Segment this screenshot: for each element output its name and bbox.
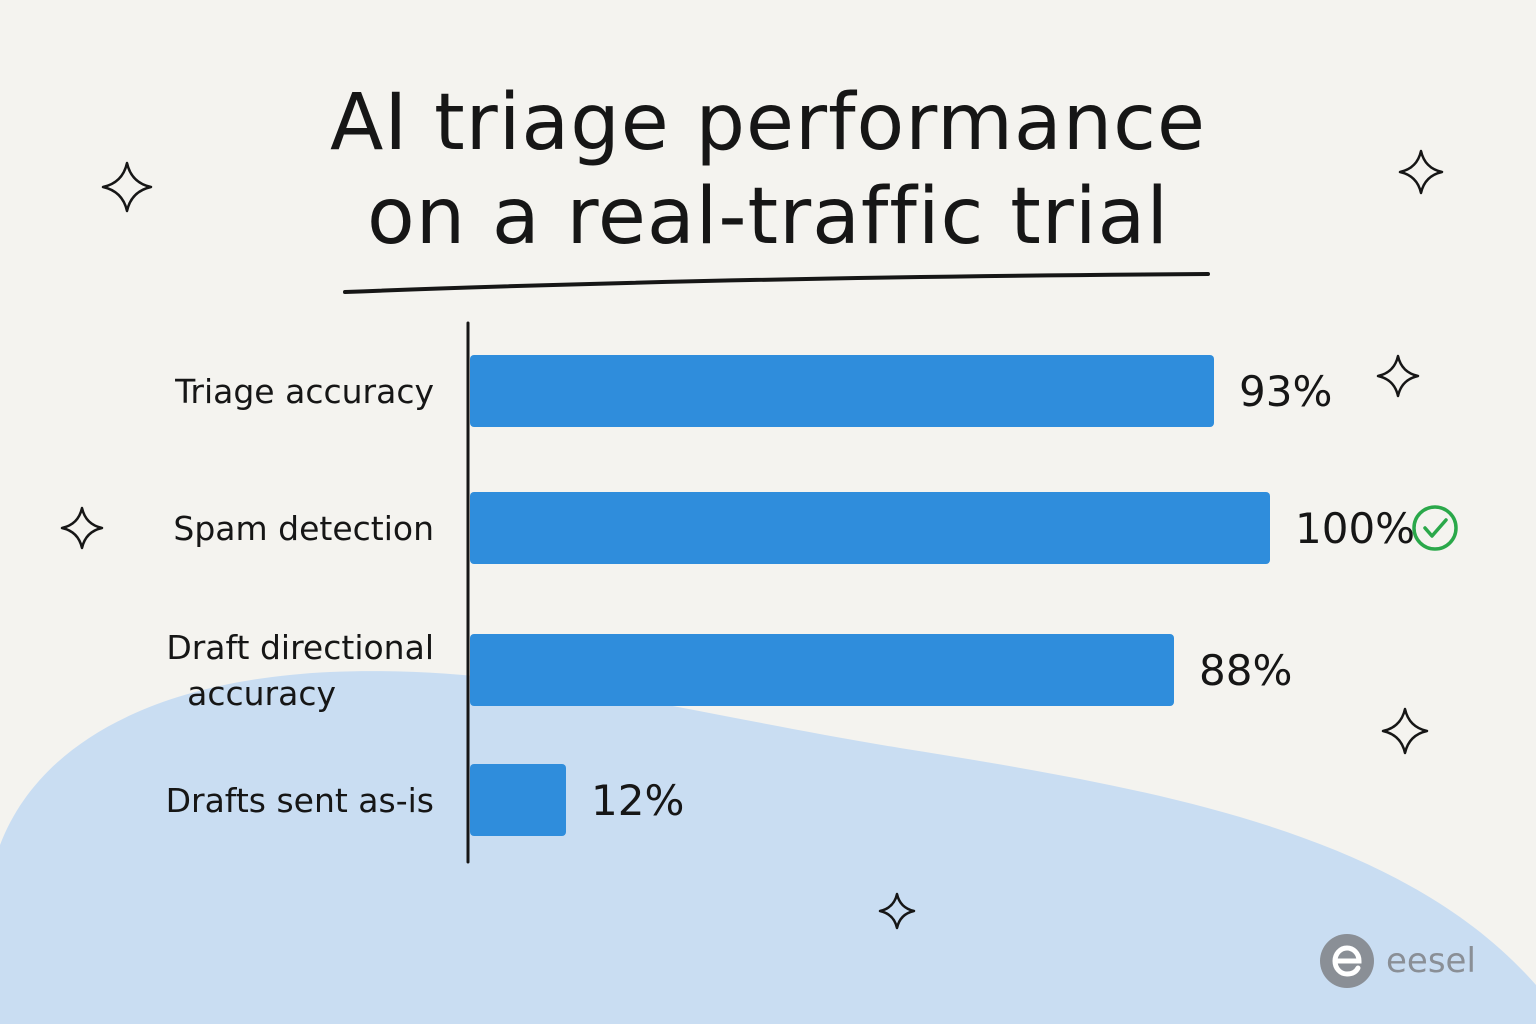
brand-name: eesel: [1386, 941, 1476, 981]
sparkle-icon: [878, 892, 916, 930]
value-label: 12%: [591, 776, 684, 825]
bar: [470, 634, 1174, 706]
value-label: 100%: [1295, 504, 1415, 553]
bar: [470, 492, 1270, 564]
sparkle-icon: [1398, 149, 1444, 195]
category-label-line: Triage accuracy: [174, 372, 434, 411]
chart-title-line-2: on a real-traffic trial: [366, 172, 1169, 262]
check-circle-icon: [1412, 505, 1458, 551]
bar: [470, 355, 1214, 427]
value-label: 88%: [1199, 646, 1292, 695]
category-label-line: accuracy: [187, 674, 336, 713]
value-label: 93%: [1239, 367, 1332, 416]
category-label-line: Draft directional: [166, 628, 434, 667]
sparkle-icon: [101, 161, 153, 213]
title-underline: [343, 272, 1210, 294]
category-label: Spam detection: [173, 509, 434, 548]
category-label-line: Drafts sent as-is: [166, 781, 434, 820]
bar: [470, 764, 566, 836]
eesel-logo-icon: [1320, 934, 1374, 988]
sparkle-icon: [1376, 354, 1420, 398]
category-label-line: Spam detection: [173, 509, 434, 548]
sparkle-icon: [60, 506, 104, 550]
brand-mark: eesel: [1320, 934, 1476, 988]
category-label: Triage accuracy: [174, 372, 434, 411]
category-label: Drafts sent as-is: [166, 781, 434, 820]
sparkle-icon: [1381, 707, 1429, 755]
chart-title-line-1: AI triage performance: [329, 78, 1207, 168]
category-label: Draft directional accuracy: [166, 628, 434, 713]
